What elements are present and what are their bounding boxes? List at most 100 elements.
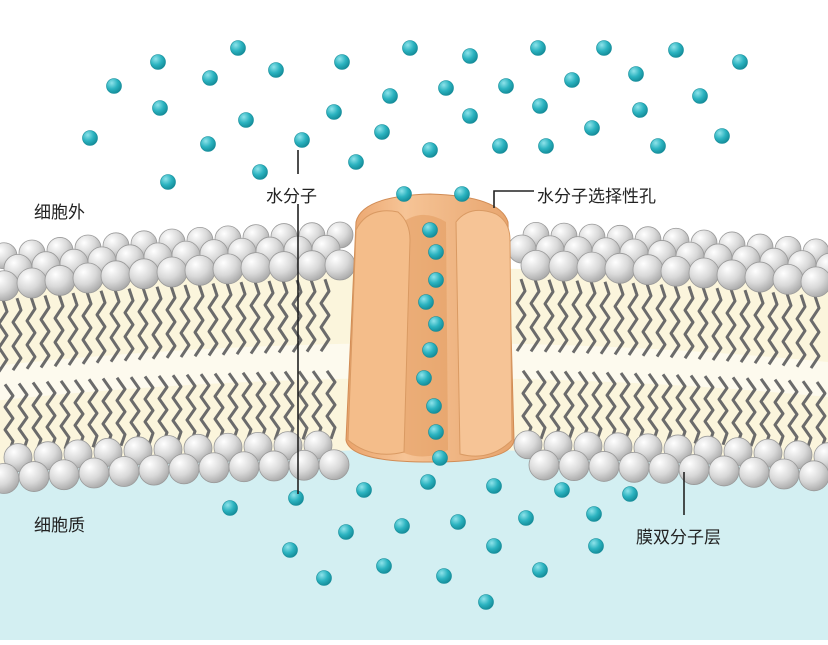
lipid-head (660, 255, 692, 287)
lipid-tail (185, 373, 197, 444)
lipid-head (738, 456, 770, 488)
lipid-head (528, 449, 560, 481)
lipid-head (72, 262, 104, 294)
lipid-tail (585, 280, 597, 355)
water-molecule (376, 558, 392, 574)
water-molecule (628, 66, 644, 82)
water-molecule (586, 506, 602, 522)
water-molecule (422, 222, 438, 238)
water-molecule (564, 72, 580, 88)
label-cytoplasm: 细胞质 (34, 516, 85, 536)
lipid-tail (815, 381, 827, 451)
lipid-tail (283, 370, 295, 441)
lipid-head (44, 265, 76, 296)
water-molecule (402, 40, 418, 56)
lipid-tail (591, 371, 603, 441)
lipid-head (138, 454, 170, 486)
lipid-tail (549, 370, 561, 440)
water-molecule (268, 62, 284, 78)
lipid-tail (31, 381, 43, 452)
lipid-tail (633, 372, 645, 442)
lipid-tail (263, 280, 275, 354)
lipid-head (318, 449, 350, 481)
lipid-tail (703, 375, 715, 445)
lipid-head (558, 450, 590, 482)
water-molecule (252, 164, 268, 180)
lipid-tail (291, 279, 303, 353)
protein-subunit (347, 210, 411, 455)
cytoplasm-region (0, 450, 828, 640)
lipid-tail (157, 374, 169, 445)
lipid-tail (17, 382, 29, 452)
lipid-head (548, 250, 580, 282)
water-molecule (106, 78, 122, 94)
lipid-tail (39, 295, 51, 369)
water-molecule (650, 138, 666, 154)
label-water-molecule: 水分子 (266, 187, 317, 207)
water-molecule (692, 88, 708, 104)
lipid-tail (689, 374, 701, 444)
lipid-tail (717, 375, 729, 446)
water-molecule (200, 136, 216, 152)
water-molecule (588, 538, 604, 554)
lipid-head (268, 251, 300, 282)
lipid-tail (25, 296, 37, 370)
lipid-tail (697, 286, 709, 360)
lipid-tail (109, 289, 121, 363)
water-molecule (382, 88, 398, 104)
lipid-head (100, 260, 132, 292)
water-molecule (436, 568, 452, 584)
lipid-head (520, 249, 552, 281)
lipid-tail (59, 379, 71, 450)
lipid-tail (809, 295, 821, 369)
lipid-head (588, 451, 620, 482)
lipid-tail (557, 279, 569, 354)
water-molecule (160, 174, 176, 190)
lipid-tail (535, 370, 547, 440)
lipid-tail (227, 372, 239, 442)
water-molecule (238, 112, 254, 128)
lipid-tail (641, 283, 653, 357)
lipid-tail (143, 375, 155, 445)
water-molecule (486, 538, 502, 554)
water-molecule (338, 524, 354, 540)
lipid-tail (123, 288, 135, 362)
lipid-tail (767, 291, 779, 366)
lipid-head (632, 254, 664, 286)
lipid-head (604, 252, 636, 284)
lipid-tail (277, 280, 289, 354)
lipid-tail (95, 290, 107, 364)
lipid-tail (773, 378, 785, 449)
lipid-tail (753, 290, 765, 365)
lipid-tail (543, 279, 555, 353)
lipid-tail (739, 289, 751, 363)
lipid-tail (81, 291, 93, 365)
lipid-tail (619, 372, 631, 442)
water-molecule (492, 138, 508, 154)
lipid-tail (781, 293, 793, 367)
lipid-head (228, 451, 260, 483)
lipid-tail (319, 278, 331, 353)
water-molecule (584, 120, 600, 136)
water-molecule (152, 100, 168, 116)
leader-line-channel (493, 190, 534, 208)
water-molecule (530, 40, 546, 56)
water-molecule (426, 398, 442, 414)
lipid-tail (563, 370, 575, 440)
water-molecule (294, 132, 310, 148)
water-molecule (222, 500, 238, 516)
lipid-head (108, 456, 140, 487)
lipid-tail (613, 281, 625, 356)
lipid-tail (669, 284, 681, 359)
lipid-tail (529, 278, 541, 353)
water-molecule (554, 482, 570, 498)
lipid-head (18, 461, 50, 492)
water-molecule (396, 186, 412, 202)
label-lipid-bilayer: 膜双分子层 (636, 528, 721, 548)
lipid-tail (53, 293, 65, 368)
water-molecule (632, 102, 648, 118)
water-molecule (82, 130, 98, 146)
lipid-head (648, 452, 680, 484)
lipid-head (296, 250, 328, 282)
